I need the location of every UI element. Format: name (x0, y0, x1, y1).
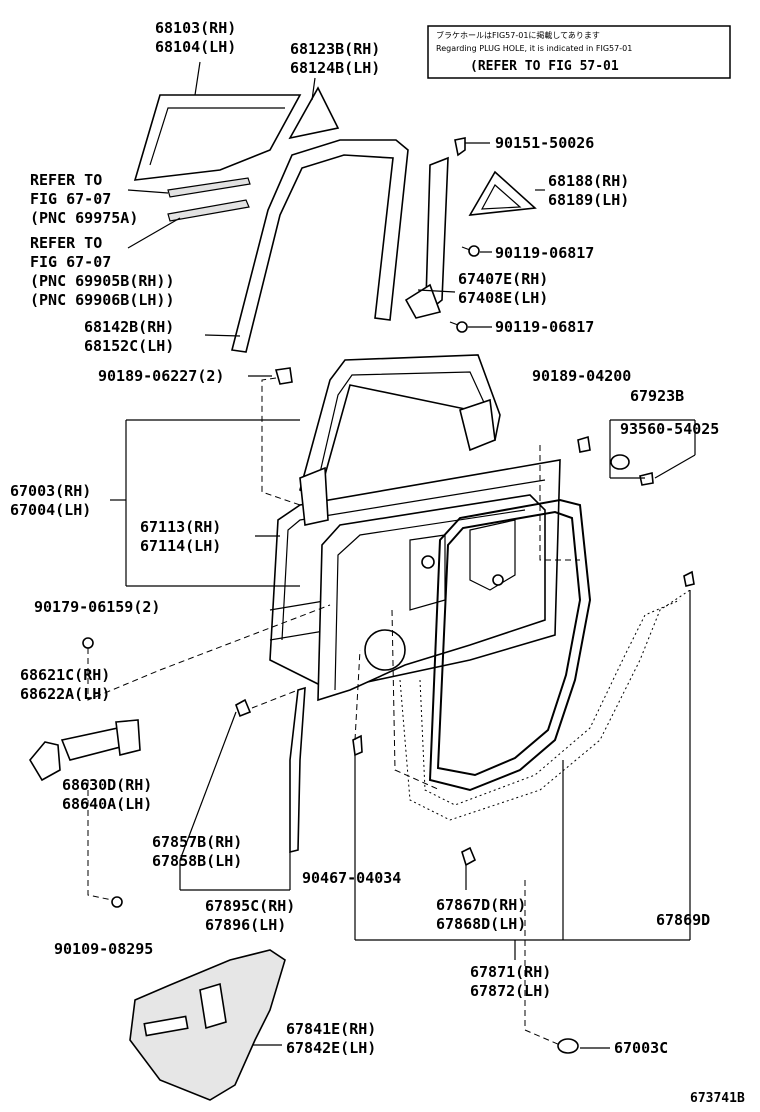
label-68104: 68104(LH) (155, 38, 236, 56)
label-67003: 67003(RH) (10, 482, 91, 500)
label-67923: 67923B (630, 387, 684, 405)
label-67841: 67841E(RH) (286, 1020, 376, 1038)
label-68621: 68621C(RH) (20, 666, 110, 684)
label-ref2-b: FIG 67-07 (30, 253, 111, 271)
note-jp: ブラケホールはFIG57-01に掲載してあります (436, 30, 600, 40)
label-67113: 67113(RH) (140, 518, 221, 536)
label-67114: 67114(LH) (140, 537, 221, 555)
dashed-leaders (87, 377, 580, 1046)
label-68124: 68124B(LH) (290, 59, 380, 77)
label-68622: 68622A(LH) (20, 685, 110, 703)
leader-lines (110, 419, 696, 1049)
inner-door-panel (317, 494, 546, 702)
label-67869: 67869D (656, 911, 710, 929)
label-68152: 68152C(LH) (84, 337, 174, 355)
label-ref1-c: (PNC 69975A) (30, 209, 138, 227)
division-bar (404, 156, 456, 319)
label-67868: 67868D(LH) (436, 915, 526, 933)
label-90189-b: 90189-04200 (532, 367, 631, 385)
label-67872: 67872(LH) (470, 982, 551, 1000)
clip-90189-b (577, 435, 591, 453)
label-67867: 67867D(RH) (436, 896, 526, 914)
rear-lower-weatherstrip (235, 686, 306, 854)
screw-90119-b (449, 321, 492, 333)
screw-90151 (454, 137, 490, 157)
label-90467: 90467-04034 (302, 869, 401, 887)
label-90119-a: 90119-06817 (495, 244, 594, 262)
belt-weatherstrip-outer (127, 177, 251, 249)
door-trim-panel (129, 949, 286, 1101)
label-68142: 68142B(RH) (84, 318, 174, 336)
screw-93560 (639, 471, 654, 486)
door-glass (133, 94, 302, 181)
label-68189: 68189(LH) (548, 191, 629, 209)
part-labels: 68103(RH) 68104(LH) 68123B(RH) 68124B(LH… (10, 19, 745, 1106)
label-68630: 68630D(RH) (62, 776, 152, 794)
label-90151: 90151-50026 (495, 134, 594, 152)
label-93560: 93560-54025 (620, 420, 719, 438)
label-ref2-d: (PNC 69906B(LH)) (30, 291, 175, 309)
quarter-glass (288, 86, 340, 140)
label-67896: 67896(LH) (205, 916, 286, 934)
label-67407: 67407E(RH) (458, 270, 548, 288)
label-ref2-c: (PNC 69905B(RH)) (30, 272, 175, 290)
note-en: Regarding PLUG HOLE, it is indicated in … (436, 44, 632, 53)
clip-67003c (557, 1038, 579, 1054)
note-box: ブラケホールはFIG57-01に掲載してあります Regarding PLUG … (427, 25, 731, 79)
clip-upper-right (683, 570, 695, 587)
opening-weatherstrip (399, 589, 691, 821)
label-90179: 90179-06159(2) (34, 598, 160, 616)
label-68123: 68123B(RH) (290, 40, 380, 58)
label-ref1-a: REFER TO (30, 171, 102, 189)
label-68188: 68188(RH) (548, 172, 629, 190)
label-67003c: 67003C (614, 1039, 668, 1057)
screw-90119-a (461, 245, 492, 257)
label-ref2-a: REFER TO (30, 234, 102, 252)
figure-number: 673741B (690, 1091, 745, 1106)
grommet-67923 (610, 454, 630, 470)
label-68103: 68103(RH) (155, 19, 236, 37)
label-68640: 68640A(LH) (62, 795, 152, 813)
label-90109: 90109-08295 (54, 940, 153, 958)
door-check (29, 719, 141, 782)
clip-90467 (352, 734, 363, 757)
bolt-90179 (82, 637, 94, 649)
bolt-90109 (111, 896, 123, 908)
label-90189-a: 90189-06227(2) (98, 367, 224, 385)
note-refer: (REFER TO FIG 57-01 (470, 59, 619, 74)
label-90119-b: 90119-06817 (495, 318, 594, 336)
label-67842: 67842E(LH) (286, 1039, 376, 1057)
label-67895: 67895C(RH) (205, 897, 295, 915)
label-67857: 67857B(RH) (152, 833, 242, 851)
door-weatherstrip (428, 498, 592, 792)
clip-90189-a (248, 367, 293, 385)
label-67408: 67408E(LH) (458, 289, 548, 307)
glass-run-channel (204, 139, 409, 353)
label-67871: 67871(RH) (470, 963, 551, 981)
clip-67867 (461, 846, 477, 890)
label-67858: 67858B(LH) (152, 852, 242, 870)
label-67004: 67004(LH) (10, 501, 91, 519)
quarter-window-trim (468, 170, 545, 216)
label-ref1-b: FIG 67-07 (30, 190, 111, 208)
